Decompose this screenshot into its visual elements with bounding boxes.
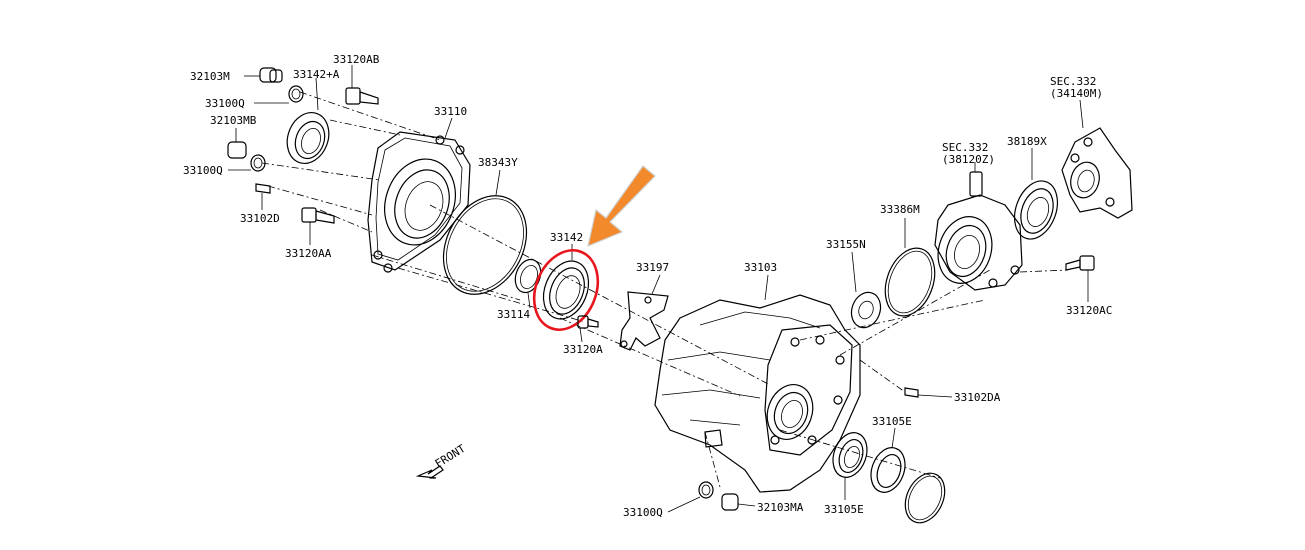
highlight-circle	[532, 249, 600, 331]
label-33100Q-middle: 33100Q	[183, 164, 223, 177]
part-38120Z-housing	[934, 162, 1023, 291]
part-33100Q-washer-upper	[254, 85, 304, 104]
label-33142: 33142	[550, 231, 583, 244]
part-33120AB-bolt	[345, 65, 379, 105]
part-33142-oil-seal	[542, 244, 590, 320]
part-33105E-seal-right	[870, 427, 906, 493]
part-32103M-plug	[244, 67, 283, 83]
label-sec332-a: SEC.332	[942, 141, 988, 154]
part-33103-transfer-case	[654, 274, 861, 493]
part-33386M-o-ring	[884, 218, 936, 317]
part-33120A-bolt	[577, 315, 599, 343]
part-33197-bracket	[619, 274, 669, 351]
label-33142A: 33142+A	[293, 68, 340, 81]
label-33110: 33110	[434, 105, 467, 118]
label-38189X: 38189X	[1007, 135, 1047, 148]
part-33110-adapter-case	[367, 117, 471, 273]
label-33155N: 33155N	[826, 238, 866, 251]
label-33102D: 33102D	[240, 212, 280, 225]
label-33120A: 33120A	[563, 343, 603, 356]
part-33120AC-bolt	[1065, 255, 1095, 302]
part-32103MB-plug	[227, 128, 247, 159]
label-33105E-left: 33105E	[824, 503, 864, 516]
label-33105E-right: 33105E	[872, 415, 912, 428]
label-34140M: (34140M)	[1050, 87, 1103, 100]
part-38189X-oil-seal	[1013, 148, 1059, 240]
label-33103: 33103	[744, 261, 777, 274]
label-33120AC: 33120AC	[1066, 304, 1112, 317]
pointer-arrow-icon	[587, 165, 656, 247]
label-33197: 33197	[636, 261, 669, 274]
label-sec332-b: SEC.332	[1050, 75, 1096, 88]
label-33114: 33114	[497, 308, 530, 321]
part-33114-ring	[514, 258, 542, 309]
label-38120Z: (38120Z)	[942, 153, 995, 166]
label-33100Q-lower: 33100Q	[623, 506, 663, 519]
part-33120AA-bolt	[301, 207, 335, 245]
label-33100Q-upper: 33100Q	[205, 97, 245, 110]
part-38343Y-o-ring	[442, 169, 528, 295]
part-34140M-flange	[1061, 99, 1133, 219]
part-33142A-oil-seal	[286, 77, 330, 164]
label-33386M: 33386M	[880, 203, 920, 216]
front-arrow-icon	[415, 465, 444, 479]
part-33100Q-washer-lower	[667, 481, 714, 513]
label-front: FRONT	[433, 442, 468, 471]
label-32103MA: 32103MA	[757, 501, 804, 514]
label-33102DA: 33102DA	[954, 391, 1001, 404]
label-33120AA: 33120AA	[285, 247, 332, 260]
part-o-ring-bottom	[904, 472, 946, 524]
part-33105E-seal-left	[832, 432, 868, 500]
label-38343Y: 38343Y	[478, 156, 518, 169]
part-labels: 32103M 33142+A 33120AB 33100Q 32103MB 33…	[183, 53, 1112, 519]
label-33120AB: 33120AB	[333, 53, 380, 66]
part-33100Q-washer-middle	[228, 154, 266, 172]
part-33102DA-pin	[904, 387, 953, 398]
part-33155N-washer	[850, 251, 882, 329]
part-33102D-pin	[255, 183, 271, 210]
label-32103M: 32103M	[190, 70, 230, 83]
label-32103MB: 32103MB	[210, 114, 257, 127]
part-32103MA-plug	[721, 493, 756, 511]
